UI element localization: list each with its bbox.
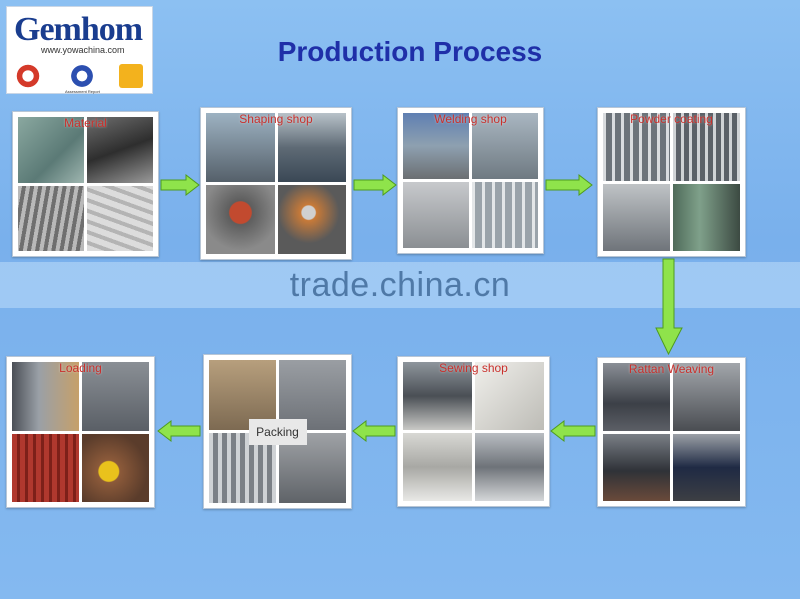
material-photo [87,185,153,251]
page-title: Production Process [277,36,543,67]
loading-photo [82,433,149,502]
step-packing-panel[interactable]: Packing [203,354,352,509]
loading-photo [12,433,79,502]
gold-supplier-icon [119,64,143,88]
shaping-photo [277,185,346,254]
loading-photo [12,362,79,431]
company-logo[interactable]: Gemhom www.yowachina.com Assessment Repo… [6,6,153,94]
step-material-panel[interactable]: Material [12,111,159,257]
step-label: Welding shop [434,112,507,126]
packing-photo [209,360,276,430]
weaving-photo [673,433,740,501]
welding-photo [403,182,469,248]
sewing-photo [475,362,544,430]
material-photo [87,117,153,183]
coating-photo [603,113,670,181]
welding-photo [472,182,538,248]
step-loading-panel[interactable]: Loading [6,356,155,508]
assessment-cert-icon [69,63,95,89]
step-label: Powder coating [630,112,713,126]
sewing-photo [475,433,544,501]
step-shaping-panel[interactable]: Shaping shop [200,107,352,260]
weaving-photo [673,363,740,431]
sewing-photo [403,362,472,430]
coating-photo [673,183,740,251]
step-label: Shaping shop [239,112,313,126]
logo-brand: Gemhom [14,11,143,48]
weaving-photo [603,363,670,431]
packing-photo [279,433,346,503]
logo-url: www.yowachina.com [41,45,125,55]
step-sewing-panel[interactable]: Sewing shop [397,356,550,507]
packing-photo [209,433,276,503]
welding-photo [403,113,469,179]
arrow-down-icon [655,258,683,355]
sewing-photo [403,433,472,501]
step-label: Loading [59,361,102,375]
arrow-right-icon [160,174,200,196]
step-label: Rattan Weaving [628,362,715,376]
shaping-photo [206,185,275,254]
step-welding-panel[interactable]: Welding shop [397,107,544,254]
material-photo [18,117,84,183]
step-powder-coating-panel[interactable]: Powder coating [597,107,746,257]
arrow-left-icon [550,420,596,442]
weaving-photo [603,433,670,501]
cert-caption: Assessment Report [65,89,100,94]
loading-photo [82,362,149,431]
arrow-right-icon [545,174,593,196]
material-photo [18,185,84,251]
shaping-photo [206,113,275,182]
shaping-photo [277,113,346,182]
coating-photo [603,183,670,251]
coating-photo [673,113,740,181]
step-label: Sewing shop [439,361,508,375]
welding-photo [472,113,538,179]
step-rattan-weaving-panel[interactable]: Rattan Weaving [597,357,746,507]
step-label: Packing [248,418,307,445]
arrow-left-icon [157,420,201,442]
packing-photo [279,360,346,430]
watermark: trade.china.cn [289,266,511,304]
step-label: Material [64,116,107,130]
arrow-right-icon [353,174,397,196]
arrow-left-icon [352,420,396,442]
sgs-cert-icon [15,63,41,89]
